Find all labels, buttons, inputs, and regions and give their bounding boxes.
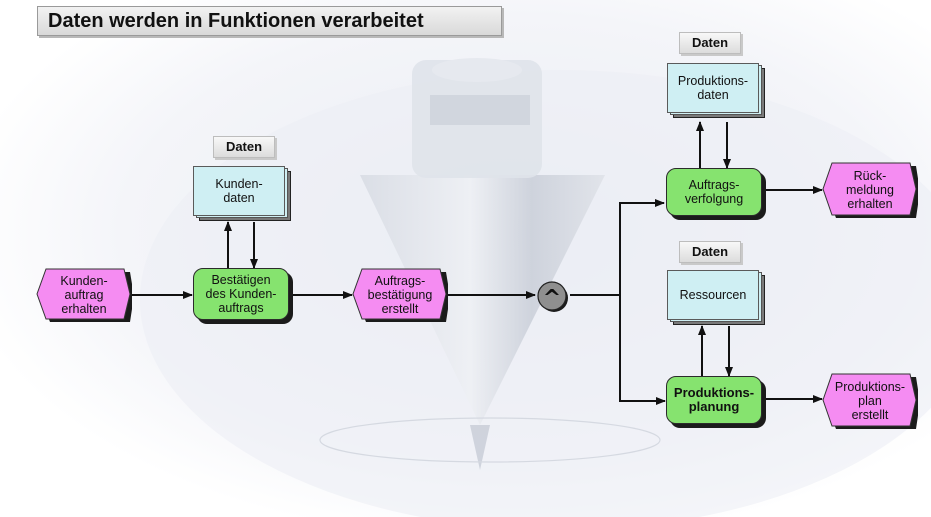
event-hexagon-shape [822, 162, 918, 218]
and-connector: ^ [537, 281, 568, 312]
page-title: Daten werden in Funktionen verarbeitet [37, 6, 502, 36]
data-label-ressourcen: Daten [679, 241, 741, 263]
event-produktionsplan-erstellt: Produktions- plan erstellt [822, 373, 918, 429]
event-rueckmeldung-erhalten: Rück- meldung erhalten [822, 162, 918, 218]
data-label-kunden: Daten [213, 136, 275, 158]
data-label-produktion: Daten [679, 32, 741, 54]
event-kundenauftrag-label: Kunden- auftrag erhalten [60, 274, 108, 316]
line-connector-branch-up [570, 199, 665, 296]
function-auftragsverfolgung: Auftrags- verfolgung [666, 168, 762, 216]
data-ressourcen: Ressourcen [667, 270, 767, 328]
event-auftragsbestaetigung-erstellt: Auftrags- bestätigung erstellt [352, 268, 448, 322]
event-hexagon-shape [352, 268, 448, 322]
data-produktionsdaten-label: Produktions- daten [667, 63, 759, 113]
function-bestaetigen-kundenauftrag: Bestätigen des Kunden- auftrags [193, 268, 289, 320]
data-produktionsdaten: Produktions- daten [667, 63, 767, 121]
line-connector-branch-down [619, 295, 664, 402]
event-rueckmeldung-label: Rück- meldung erhalten [846, 169, 894, 211]
and-connector-symbol: ^ [543, 286, 561, 311]
event-hexagon-shape [36, 268, 132, 322]
data-kundendaten-label: Kunden- daten [193, 166, 285, 216]
data-ressourcen-label: Ressourcen [667, 270, 759, 320]
function-produktionsplanung: Produktions- planung [666, 376, 762, 424]
data-kundendaten: Kunden- daten [193, 166, 293, 224]
event-hexagon-shape [822, 373, 918, 429]
event-auftragsbestaetigung-label: Auftrags- bestätigung erstellt [367, 274, 433, 316]
event-produktionsplan-label: Produktions- plan erstellt [834, 380, 906, 422]
event-kundenauftrag-erhalten: Kunden- auftrag erhalten [36, 268, 132, 322]
